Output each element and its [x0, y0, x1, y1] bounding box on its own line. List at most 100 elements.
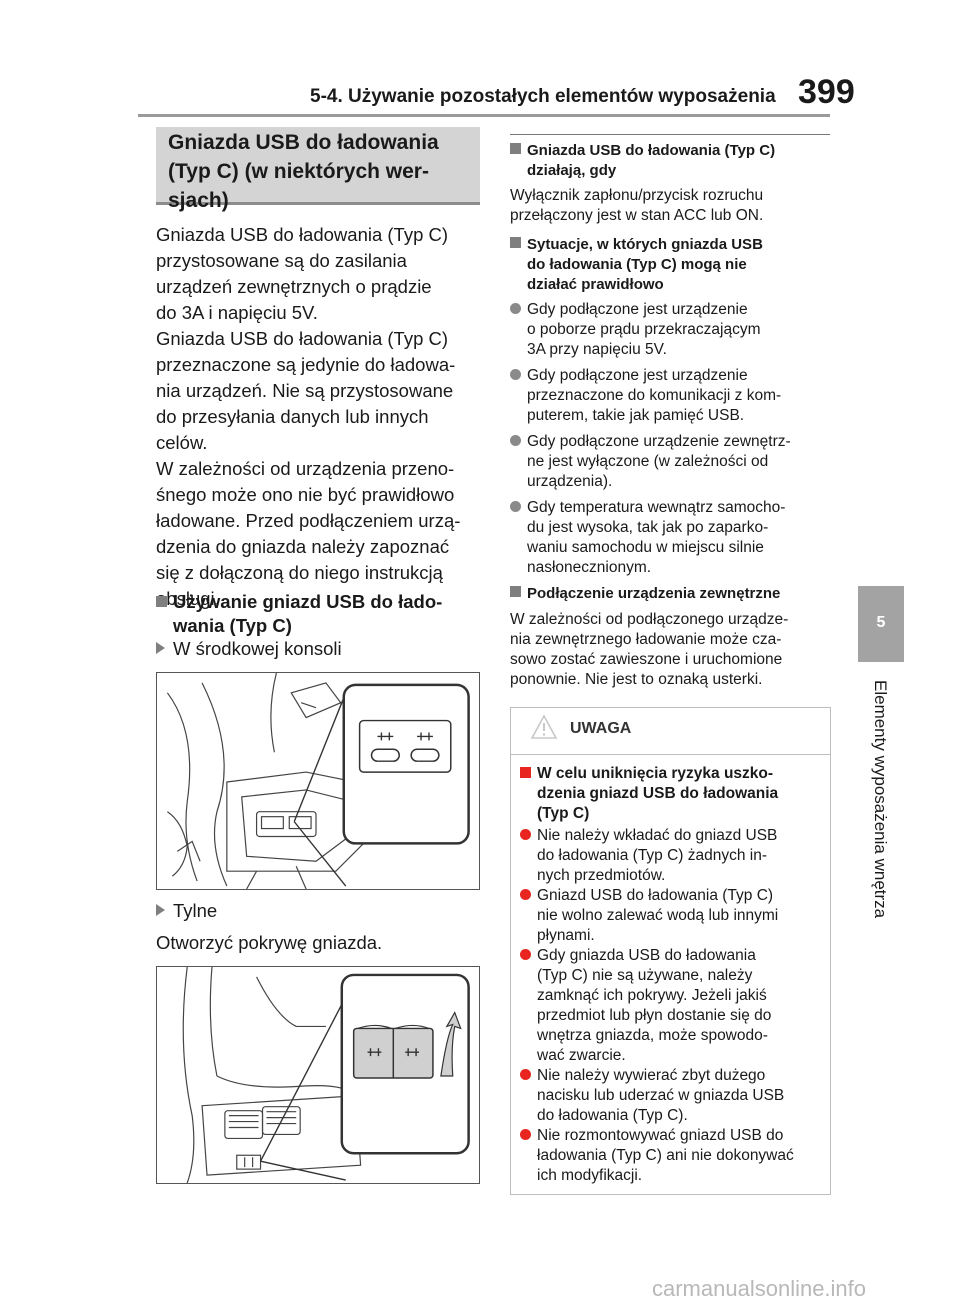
malfunction-bullet: Gdy temperatura wewnątrz samocho- du jes…	[510, 498, 830, 578]
location-rear: Tylne	[156, 898, 486, 924]
text-line: ładowania (Typ C) ani nie dokonywać	[537, 1147, 794, 1164]
text-line: Gniazda USB do ładowania (Typ C)	[156, 328, 449, 349]
heading-line: W celu uniknięcia ryzyka uszko-	[537, 765, 774, 782]
round-bullet-icon	[510, 435, 521, 446]
square-bullet-icon	[510, 143, 521, 154]
warning-heading: W celu uniknięcia ryzyka uszko- dzenia g…	[520, 764, 820, 824]
malfunction-heading: Sytuacje, w których gniazda USB do ładow…	[510, 235, 830, 295]
text-line: nia zewnętrznego ładowanie może cza-	[510, 631, 782, 648]
text-line: nie wolno zalewać wodą lub innymi	[537, 907, 779, 924]
text-line: sowo zostać zawieszone i uruchomione	[510, 651, 783, 668]
warning-item: Nie należy wkładać do gniazd USB do łado…	[520, 826, 820, 886]
text-line: obsługi.	[156, 588, 220, 609]
text-line: przystosowane są do zasilania	[156, 250, 407, 271]
heading-line: do ładowania (Typ C) mogą nie	[527, 256, 747, 273]
text-line: Gniazd USB do ładowania (Typ C)	[537, 887, 774, 904]
text-line: przedmiot lub płyn dostanie się do	[537, 1007, 772, 1024]
text-line: celów.	[156, 432, 208, 453]
text-line: nacisku lub uderzać w gniazda USB	[537, 1087, 785, 1104]
text-line: Nie należy wywierać zbyt dużego	[537, 1067, 766, 1084]
text-line: Gdy podłączone jest urządzenie	[527, 301, 748, 318]
triangle-marker-icon	[156, 904, 165, 916]
text-line: do ładowania (Typ C) żadnych in-	[537, 847, 768, 864]
subheading-line: wania (Typ C)	[173, 615, 292, 636]
text-line: przeznaczone do komunikacji z kom-	[527, 387, 782, 404]
text-line: ładowane. Przed podłączeniem urzą-	[156, 510, 461, 531]
red-round-bullet-icon	[520, 949, 531, 960]
watermark: carmanualsonline.info	[652, 1276, 867, 1301]
operation-heading: Gniazda USB do ładowania (Typ C) działaj…	[510, 141, 830, 181]
warning-title: UWAGA	[570, 720, 632, 737]
text-line: puterem, takie jak pamięć USB.	[527, 407, 745, 424]
text-line: ne jest wyłączone (w zależności od	[527, 453, 769, 470]
external-device-text: W zależności od podłączonego urządze- ni…	[510, 610, 830, 690]
location-label: W środkowej konsoli	[173, 638, 342, 659]
text-line: Gdy temperatura wewnątrz samocho-	[527, 499, 786, 516]
text-line: nia urządzeń. Nie są przystosowane	[156, 380, 454, 401]
text-line: do ładowania (Typ C).	[537, 1107, 688, 1124]
heading-line: (Typ C)	[537, 805, 590, 822]
square-bullet-icon	[510, 586, 521, 597]
heading-line: Sytuacje, w których gniazda USB	[527, 236, 763, 253]
text-line: W zależności od urządzenia przeno-	[156, 458, 455, 479]
section-title-line: Gniazda USB do ładowania	[168, 131, 439, 154]
red-round-bullet-icon	[520, 829, 531, 840]
warning-item: Gdy gniazda USB do ładowania (Typ C) nie…	[520, 946, 820, 1066]
text-line: nych przedmiotów.	[537, 867, 666, 884]
text-line: 3A przy napięciu 5V.	[527, 341, 667, 358]
warning-triangle-icon	[530, 714, 558, 739]
center-console-usb-figure	[156, 672, 480, 890]
text-line: zamknąć ich pokrywy. Jeżeli jakiś	[537, 987, 767, 1004]
page-number: 399	[798, 73, 855, 111]
text-line: o poborze prądu przekraczającym	[527, 321, 761, 338]
warning-item: Gniazd USB do ładowania (Typ C) nie woln…	[520, 886, 820, 946]
chapter-number: 5	[876, 614, 886, 631]
text-line: urządzeń zewnętrznych o prądzie	[156, 276, 432, 297]
text-line: ich modyfikacji.	[537, 1167, 643, 1184]
square-bullet-icon	[510, 237, 521, 248]
operation-text: Wyłącznik zapłonu/przycisk rozruchu prze…	[510, 186, 830, 226]
intro-text: Gniazda USB do ładowania (Typ C) przysto…	[156, 222, 486, 612]
red-round-bullet-icon	[520, 1069, 531, 1080]
heading-line: działają, gdy	[527, 162, 617, 179]
usage-subheading: Używanie gniazd USB do łado- wania (Typ …	[156, 590, 486, 638]
text-line: płynami.	[537, 927, 595, 944]
text-line: ponownie. Nie jest to oznaką usterki.	[510, 671, 763, 688]
chapter-side-label: Elementy wyposażenia wnętrza	[871, 680, 890, 919]
text-line: waniu samochodu w miejscu silnie	[527, 539, 764, 556]
warning-item: Nie należy wywierać zbyt dużego nacisku …	[520, 1066, 820, 1126]
text-line: du jest wysoka, tak jak po zaparko-	[527, 519, 769, 536]
heading-line: działać prawidłowo	[527, 276, 664, 293]
malfunction-bullet: Gdy podłączone jest urządzenie o poborze…	[510, 300, 830, 360]
section-title-line: sjach)	[168, 189, 229, 212]
text-line: Gniazda USB do ładowania (Typ C)	[156, 224, 449, 245]
round-bullet-icon	[510, 303, 521, 314]
text-line: W zależności od podłączonego urządze-	[510, 611, 789, 628]
location-center-console: W środkowej konsoli	[156, 636, 486, 662]
text-line: się z dołączoną do niego instrukcją	[156, 562, 443, 583]
heading-line: dzenia gniazd USB do ładowania	[537, 785, 779, 802]
text-line: Wyłącznik zapłonu/przycisk rozruchu	[510, 187, 764, 204]
rear-usb-figure	[156, 966, 480, 1184]
running-header: 5-4. Używanie pozostałych elementów wypo…	[310, 86, 776, 107]
warning-item: Nie rozmontowywać gniazd USB do ładowani…	[520, 1126, 820, 1186]
malfunction-bullet: Gdy podłączone urządzenie zewnętrz- ne j…	[510, 432, 830, 492]
text-line: śnego może ono nie być prawidłowo	[156, 484, 455, 505]
text-line: przełączony jest w stan ACC lub ON.	[510, 207, 764, 224]
heading-line: Gniazda USB do ładowania (Typ C)	[527, 142, 776, 159]
text-line: do 3A i napięciu 5V.	[156, 302, 318, 323]
chapter-tab: 5	[858, 586, 904, 662]
round-bullet-icon	[510, 369, 521, 380]
text-line: Nie rozmontowywać gniazd USB do	[537, 1127, 784, 1144]
text-line: Gdy podłączone urządzenie zewnętrz-	[527, 433, 791, 450]
heading-line: Podłączenie urządzenia zewnętrzne	[527, 585, 781, 602]
warning-box	[510, 707, 831, 1195]
malfunction-bullet: Gdy podłączone jest urządzenie przeznacz…	[510, 366, 830, 426]
text-line: nasłonecznionym.	[527, 559, 652, 576]
text-line: Gdy gniazda USB do ładowania	[537, 947, 756, 964]
round-bullet-icon	[510, 501, 521, 512]
external-device-heading: Podłączenie urządzenia zewnętrzne	[510, 584, 830, 604]
text-line: (Typ C) nie są używane, należy	[537, 967, 753, 984]
text-line: Gdy podłączone jest urządzenie	[527, 367, 748, 384]
text-line: wnętrza gniazda, może spowodo-	[537, 1027, 768, 1044]
